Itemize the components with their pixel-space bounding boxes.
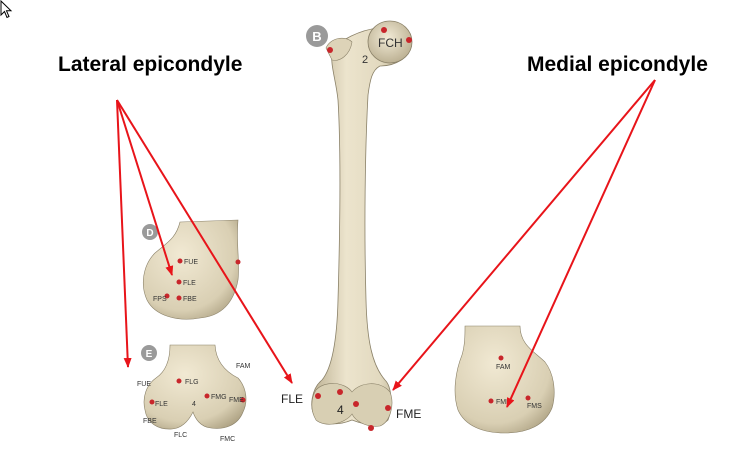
landmark-dot	[368, 425, 374, 431]
femoral-head	[367, 20, 413, 64]
arrow-lateral-to-d-fle	[116, 99, 174, 276]
landmark-dot	[353, 401, 359, 407]
landmark-dot	[381, 27, 387, 33]
landmark-dot	[176, 279, 182, 285]
label-fue-d: FUE	[184, 259, 198, 266]
arrow-lateral-to-b-fle	[116, 99, 293, 384]
label-fmb-right: FMB	[496, 399, 511, 406]
arrow-medial-to-b-fme	[392, 79, 656, 391]
landmark-dot	[327, 47, 333, 53]
distal-femur-lateral	[142, 219, 239, 320]
label-fmg-e: FMG	[211, 394, 227, 401]
arrow-medial-to-fmb	[506, 79, 656, 408]
landmark-dot	[240, 397, 246, 403]
label-2: 2	[362, 54, 368, 66]
label-flg-e: FLG	[185, 379, 199, 386]
label-fme-b: FME	[396, 407, 421, 421]
panel-b-badge	[306, 25, 328, 47]
label-fps-d: FPS	[153, 296, 167, 303]
label-fbe-e: FBE	[143, 418, 157, 425]
distal-femur-medial	[454, 325, 555, 434]
panel-e-letter: E	[146, 349, 153, 360]
label-fme-e: FME	[229, 397, 244, 404]
label-fle-e: FLE	[155, 401, 168, 408]
panel-e-badge	[141, 345, 157, 361]
label-fle-b: FLE	[281, 392, 303, 406]
femur-panel-b: B FCH 2 FLE 4 FME	[281, 20, 421, 431]
annotation-arrows	[116, 79, 656, 408]
label-fue-e: FUE	[137, 381, 151, 388]
landmark-dot	[149, 399, 155, 405]
landmark-dot	[177, 258, 183, 264]
label-4-e: 4	[192, 401, 196, 408]
arrow-lateral-to-e	[116, 99, 132, 368]
label-fbe-d: FBE	[183, 296, 197, 303]
lateral-epicondyle-heading: Lateral epicondyle	[58, 53, 243, 76]
mouse-pointer-icon	[0, 0, 13, 19]
landmark-dot	[176, 378, 182, 384]
panel-d-letter: D	[146, 228, 153, 239]
label-fmc-e: FMC	[220, 436, 235, 443]
landmark-dot	[488, 398, 494, 404]
label-fam-right: FAM	[496, 364, 511, 371]
panel-d-badge	[142, 224, 158, 240]
landmark-dot	[204, 393, 210, 399]
femur-panel-medial: FAM FMB FMS	[454, 325, 555, 434]
landmark-dot	[235, 259, 241, 265]
landmark-dot	[315, 393, 321, 399]
condyles-b	[311, 383, 393, 427]
landmark-dot	[337, 389, 343, 395]
label-fle-d: FLE	[183, 280, 196, 287]
label-fch: FCH	[378, 36, 403, 50]
landmark-dot	[164, 293, 170, 299]
femur-shaft	[311, 25, 411, 426]
label-4-b: 4	[337, 403, 344, 417]
landmark-dot	[176, 295, 182, 301]
label-fam-e: FAM	[236, 363, 251, 370]
distal-femur-posterior	[143, 344, 247, 430]
femur-panel-e: E FUE FLG FAM FLE 4 FMG FME FBE FLC FMC	[137, 344, 251, 443]
greater-trochanter	[325, 37, 353, 61]
landmark-dot	[406, 37, 412, 43]
femur-panel-d: D FUE FLE FPS FBE	[142, 219, 241, 320]
landmark-dot	[385, 405, 391, 411]
label-flc-e: FLC	[174, 432, 187, 439]
landmark-dot	[525, 395, 531, 401]
label-fms-right: FMS	[527, 403, 542, 410]
landmark-dot	[498, 355, 504, 361]
panel-b-letter: B	[312, 29, 321, 44]
medial-epicondyle-heading: Medial epicondyle	[527, 53, 708, 76]
